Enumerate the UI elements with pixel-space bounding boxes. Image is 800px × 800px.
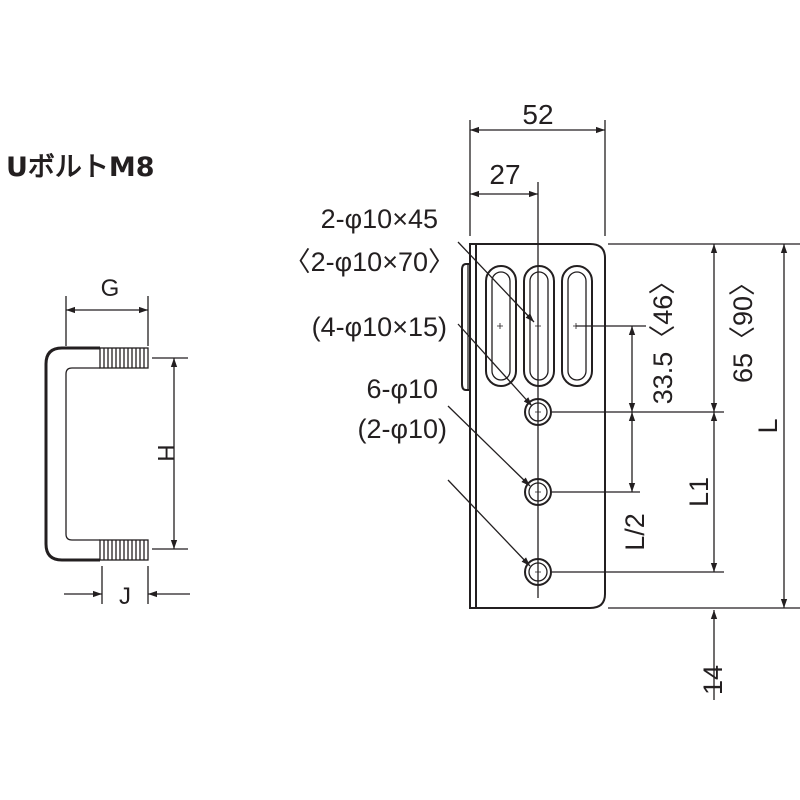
hole-callout-2: (2-φ10) [357,414,447,444]
dim-label-65: 65〈90〉 [728,269,758,383]
hole-leader-2 [447,479,531,567]
u-bolt-body-inner [65,367,100,541]
dim-label-g: G [101,275,120,302]
dim-label-h: H [152,444,179,461]
dim-label-335: 33.5〈46〉 [648,268,678,405]
upper-thread [99,347,149,369]
slot-left [485,265,517,387]
bracket-flange [461,263,470,391]
slot-callout-3: (4-φ10×15) [312,312,447,342]
lower-thread [99,539,149,561]
dim-label-l: L [753,418,783,433]
slot-leader-2 [457,323,533,407]
product-title: UボルトM8 [6,152,155,183]
bracket-drawing: 52 27 2-φ10×45 〈2-φ10×70〉 (4-φ10×15) 6-φ… [284,99,800,700]
dim-label-l1: L1 [684,477,714,507]
slot-center [523,265,555,387]
dim-label-j: J [119,583,131,610]
hole-leader-1 [447,405,531,487]
u-bolt-body [44,346,100,562]
slot-leader-1 [457,241,535,323]
hole-callout-1: 6-φ10 [366,374,438,404]
bracket-plate [469,243,606,609]
dim-label-l2: L/2 [620,513,650,551]
slot-callout-2: 〈2-φ10×70〉 [284,247,455,277]
slot-callout-1: 2-φ10×45 [321,204,438,234]
dim-label-52: 52 [522,99,553,130]
u-bolt-drawing: G H J [44,275,190,610]
dim-label-27: 27 [489,159,520,190]
dim-label-14: 14 [698,665,728,695]
